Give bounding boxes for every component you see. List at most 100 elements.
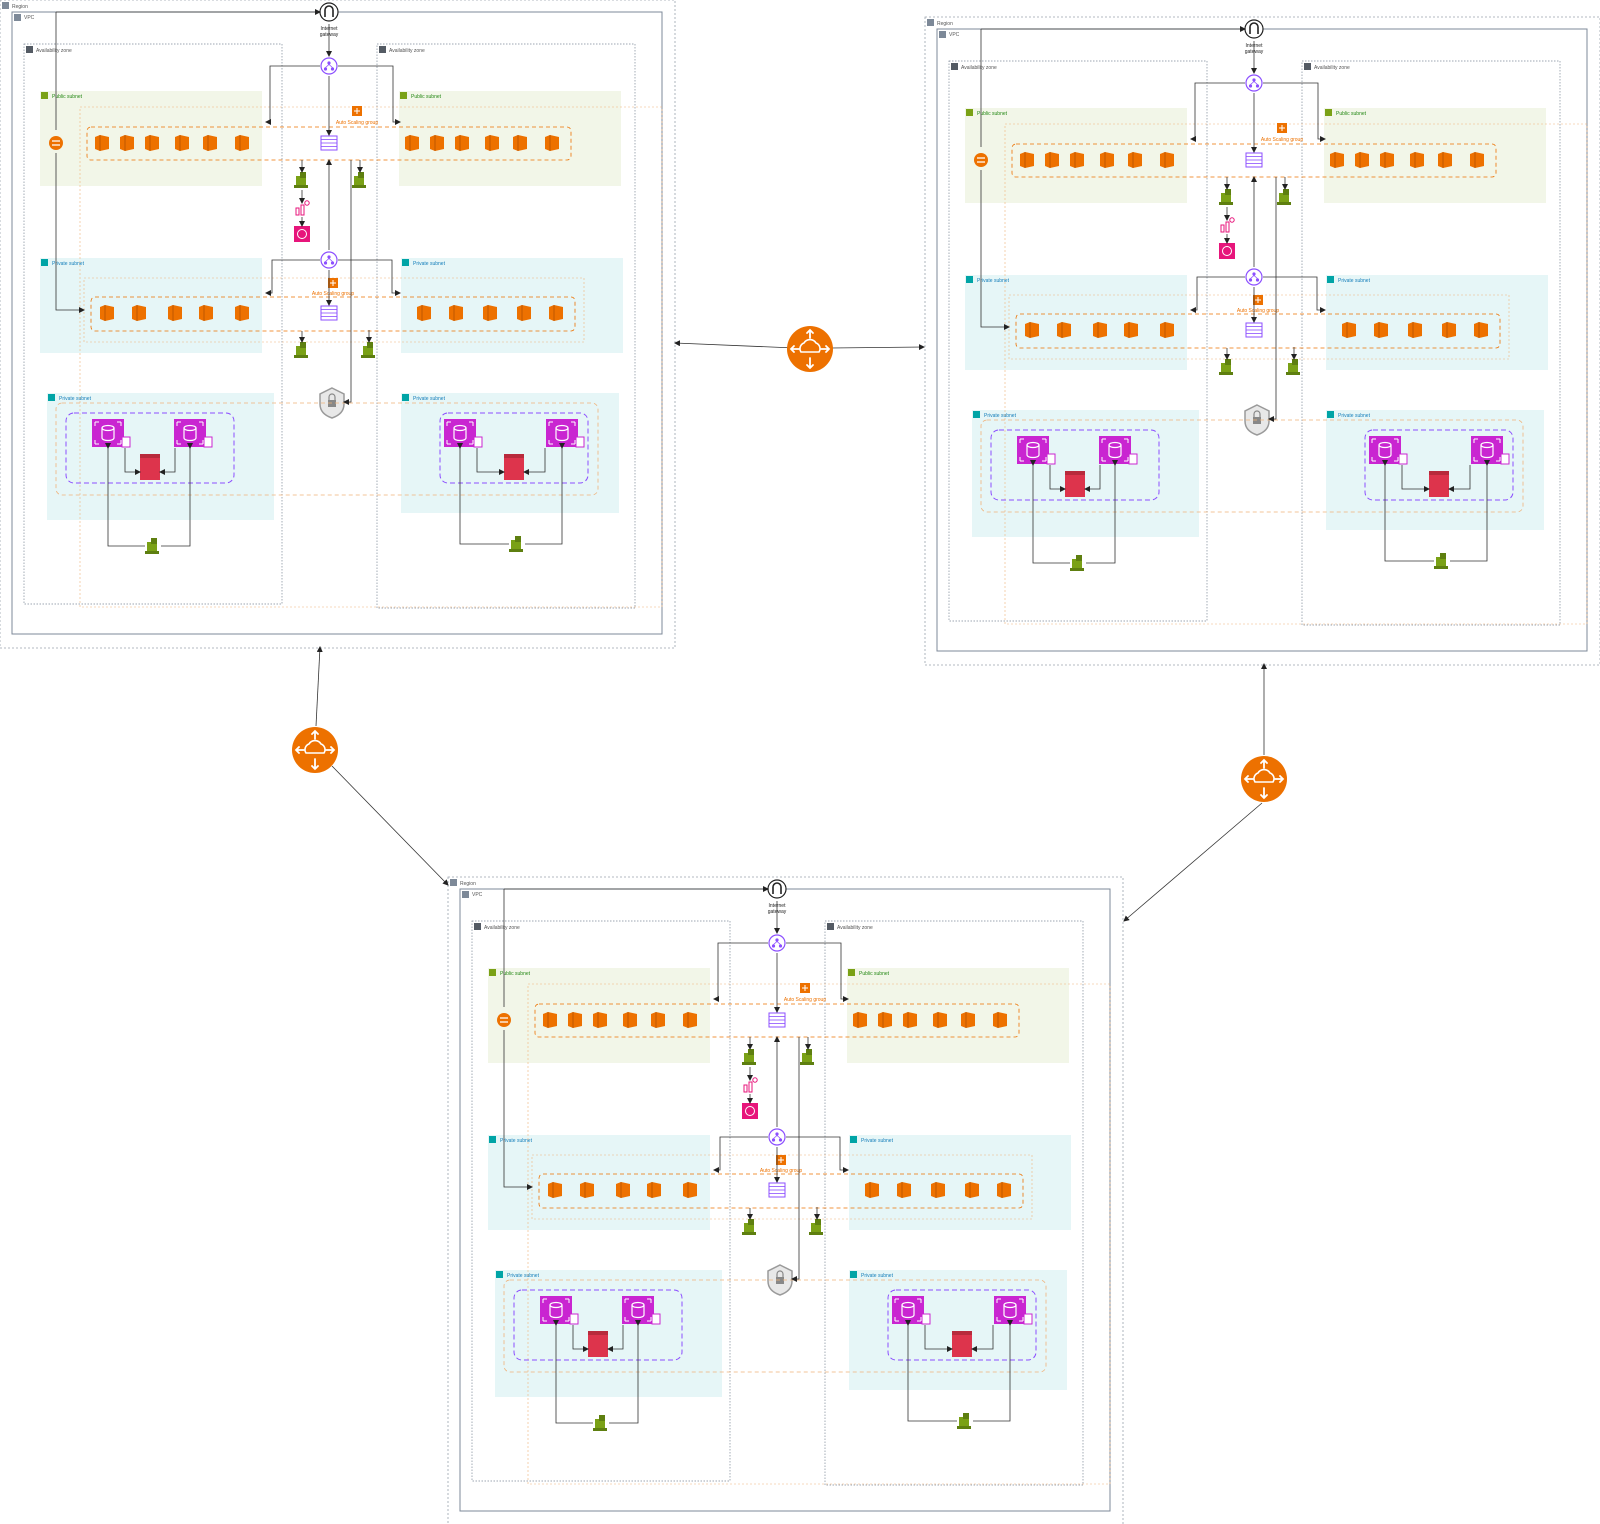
ec2-instance-icon [483,305,497,321]
ec2-instance-icon [1355,152,1369,168]
ec2-instance-icon [199,305,213,321]
load-balancer-icon [1245,268,1263,286]
transit-gateway-icon [292,727,338,773]
availability-zone-icon [1304,63,1311,70]
connector [265,65,320,125]
vpc-icon [14,14,21,21]
db-cluster-az2 [887,1289,1037,1361]
s3-bucket-icon [504,454,524,480]
auto-scaling-group-label: Auto Scaling group [760,1168,802,1174]
ec2-instance-icon [95,135,109,151]
private-subnet-icon [1327,276,1334,283]
connector [1263,276,1326,313]
cloudwatch-icon [742,1103,758,1119]
auto-scaling-group-outer [79,106,663,608]
ec2-instance-icon [593,1012,607,1028]
private-subnet-icon [966,276,973,283]
ec2-instance-icon [145,135,159,151]
ec2-instance-icon [1025,322,1039,338]
public-subnet-icon [400,92,407,99]
ec2-instance-icon [1100,152,1114,168]
ec2-instance-icon [1128,152,1142,168]
private-subnet-label: Private subnet [413,261,446,267]
rds-instance-icon [994,1296,1033,1325]
ec2-instance-icon [1408,322,1422,338]
availability-zone-2 [376,43,636,609]
ec2-instance-icon [1093,322,1107,338]
region-icon [450,879,457,886]
availability-zone-icon [827,923,834,930]
availability-zone-1 [948,60,1208,622]
cloudwatch-alarm-icon [295,200,310,216]
private-subnet-label: Private subnet [500,1138,533,1144]
vpc-icon [939,31,946,38]
cloudwatch-alarm-icon [1220,217,1235,233]
tgw-connection [674,340,796,349]
region-icon [2,2,9,9]
connector [1030,460,1070,564]
rds-instance-icon [444,419,483,448]
private-subnet-icon [41,259,48,266]
encryption-badge-icon [473,436,483,448]
connector [971,1325,994,1352]
vpc-endpoint-icon [509,536,523,552]
route-table-icon [1245,322,1263,338]
connector [1268,177,1277,422]
private-subnet-label: Private subnet [861,1273,894,1279]
ec2-instance-icon [100,305,114,321]
ec2-instance-icon [545,135,559,151]
rds-instance-icon [546,419,585,448]
tgw-connection [1123,802,1263,922]
private-subnet-icon [973,411,980,418]
transit-gateway-icon [787,326,833,372]
public-subnet-label: Public subnet [859,971,890,977]
nat-gateway-icon [49,136,63,150]
connector [476,448,505,475]
vpc-endpoint-icon [1070,555,1084,571]
ec2-instance-icon [683,1012,697,1028]
auto-scaling-icon [800,983,810,993]
db-auto-scaling-group [503,1279,1047,1373]
auto-scaling-icon [328,278,338,288]
public-subnet-icon [41,92,48,99]
auto-scaling-group-label: Auto Scaling group [336,120,378,126]
private-subnet-3 [965,275,1187,370]
connector [607,1325,624,1352]
auto-scaling-group-outer [1004,123,1588,625]
ec2-instance-icon [485,135,499,151]
vpc-endpoint-icon [809,1219,823,1235]
private-subnet-icon [850,1136,857,1143]
auto-scaling-icon [352,106,362,116]
private-subnet-3 [488,1135,710,1230]
rds-instance-icon [1369,436,1408,465]
private-subnet-icon [496,1271,503,1278]
availability-zone-2 [824,920,1084,1486]
ec2-instance-icon [120,135,134,151]
rds-instance-icon [622,1296,661,1325]
private-subnet-4 [1326,275,1548,370]
tgw-connection [830,344,925,351]
availability-zone-icon [474,923,481,930]
vpc-endpoint-icon [145,538,159,554]
vpc-endpoint-icon [742,1219,756,1235]
private-subnet-5 [495,1270,722,1397]
private-subnet-6 [401,393,619,513]
ec2-instance-icon [651,1012,665,1028]
connector [1049,465,1066,492]
vpc-endpoint-icon [1434,553,1448,569]
ec2-instance-icon [449,305,463,321]
region-boundary [447,876,1124,1524]
availability-zone-label: Availability zone [1314,65,1350,71]
connector [523,448,546,475]
db-cluster-az1 [990,429,1160,501]
ec2-instance-icon [961,1012,975,1028]
nat-gateway-icon [497,1013,511,1027]
auto-scaling-group-label: Auto Scaling group [312,291,354,297]
auto-scaling-icon [1277,123,1287,133]
route-table-icon [320,135,338,151]
vpc-endpoint-icon [742,1049,756,1065]
auto-scaling-group-app [90,296,576,332]
transit-gateway-icon [1241,756,1287,802]
